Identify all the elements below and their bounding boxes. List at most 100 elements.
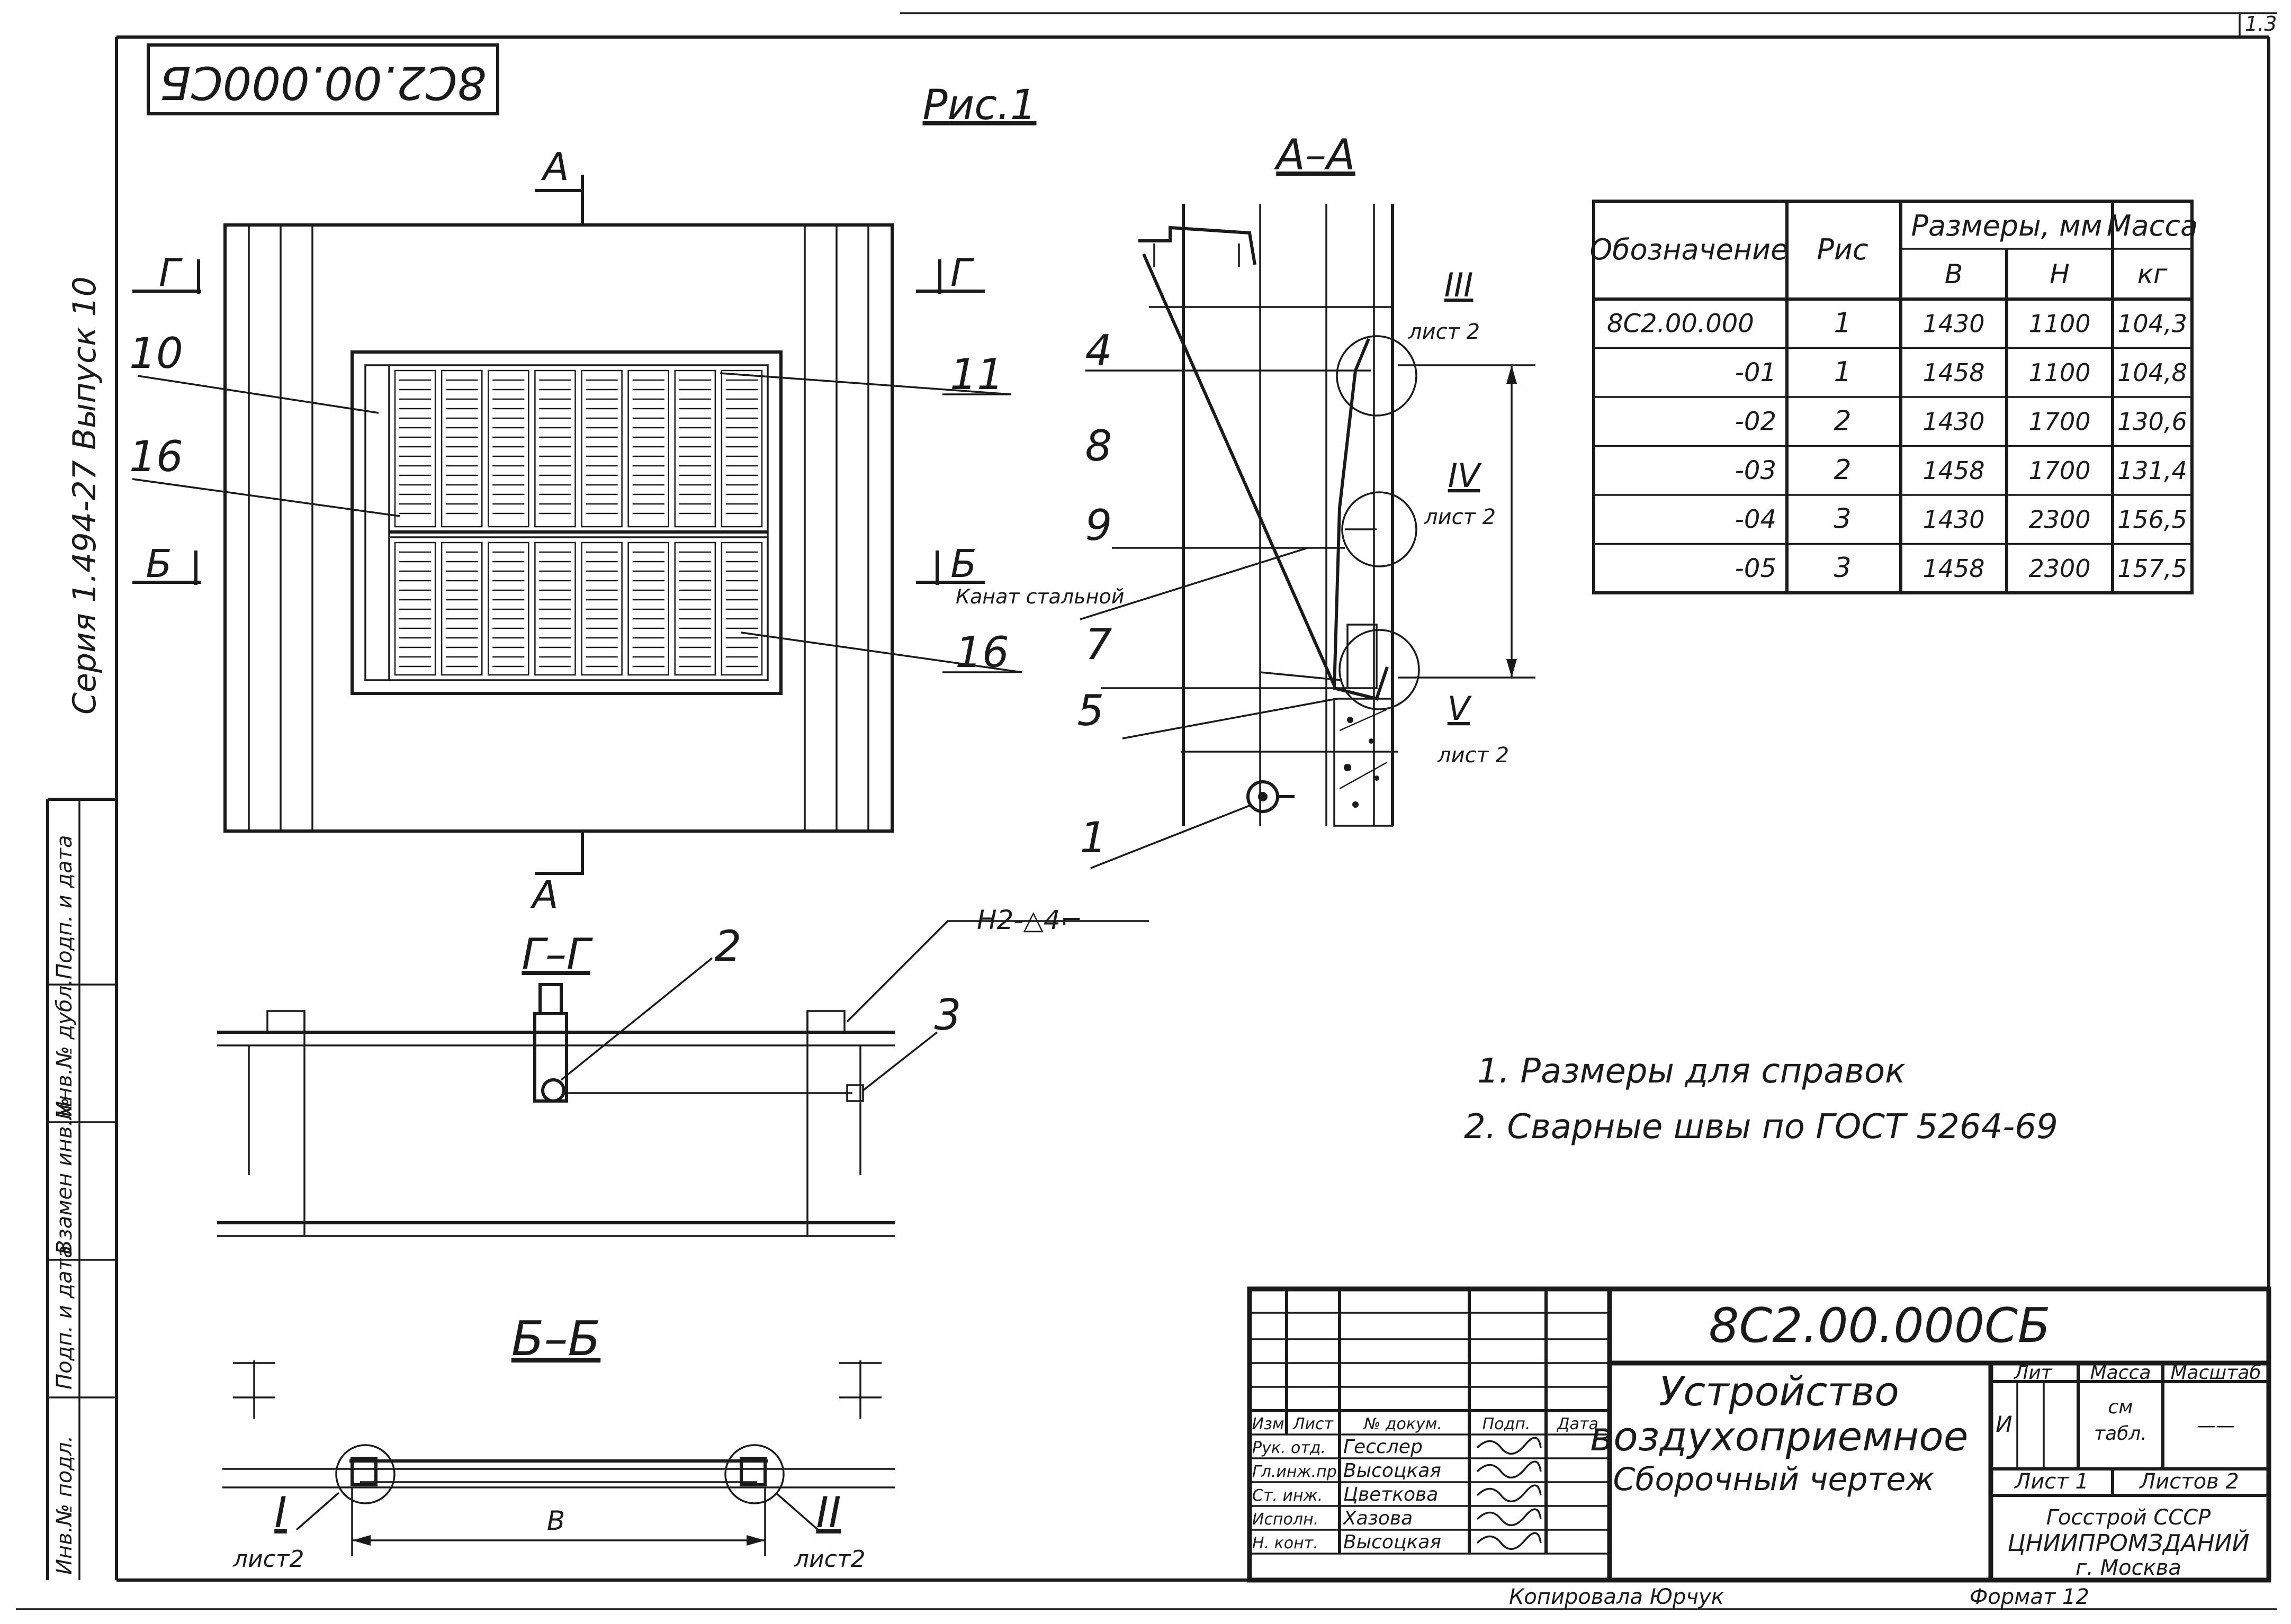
tb-person-name: Высоцкая <box>1343 1531 1441 1553</box>
th-mass: Масса <box>2107 209 2198 242</box>
specification-table: Обозначение Рис Размеры, мм Масса В Н кг… <box>1590 200 2198 594</box>
tb-lit-value: И <box>1996 1411 2012 1437</box>
callout-16-left: 16 <box>129 432 183 481</box>
series-label: Серия 1.494-27 Выпуск 10 <box>66 276 103 715</box>
note-1: 1. Размеры для справок <box>1477 1052 1906 1091</box>
tb-lit-label: Лит <box>2013 1362 2052 1384</box>
detail-ref-4-sheet: лист 2 <box>1424 505 1496 529</box>
rope-label: Канат стальной <box>956 585 1124 608</box>
th-fig: Рис <box>1817 233 1868 266</box>
detail-ref-5: V <box>1448 689 1472 728</box>
cell-b: 1430 <box>1922 309 1984 338</box>
tb-name-3: Сборочный чертеж <box>1613 1461 1935 1498</box>
stamp-field-2: Подп. и дата <box>52 1246 77 1390</box>
tb-person-role: Гл.инж.пр. <box>1252 1463 1342 1481</box>
detail-ref-3: III <box>1444 266 1474 304</box>
tb-org-2: ЦНИИПРОМЗДАНИЙ <box>2008 1529 2250 1557</box>
detail-ref-2-sheet: лист2 <box>794 1546 866 1573</box>
louvre-cell <box>581 542 623 676</box>
tb-col-doc: № докум. <box>1363 1415 1442 1433</box>
cell-b: 1430 <box>1922 407 1984 436</box>
tb-signature <box>1476 1532 1542 1550</box>
side-stamp: Серия 1.494-27 Выпуск 10 Инв.№ подл. Под… <box>46 276 116 1580</box>
cell-designation: -04 <box>1735 504 1776 534</box>
cell-fig: 1 <box>1834 307 1851 339</box>
detail-ref-1-sheet: лист2 <box>232 1546 304 1573</box>
tb-col-sign: Подп. <box>1483 1415 1531 1433</box>
callout-4: 4 <box>1085 326 1112 375</box>
tb-signature <box>1476 1508 1542 1526</box>
tb-mass-label: Масса <box>2090 1362 2151 1384</box>
louvre-cell <box>581 369 623 528</box>
weld-symbol: Н2-△4⌐ <box>977 905 1083 935</box>
cell-b: 1458 <box>1922 554 1984 583</box>
title-block: 8С2.00.000СБ Устройство воздухоприемное … <box>1247 1286 2271 1583</box>
cell-fig: 2 <box>1834 405 1851 437</box>
section-a-top: А <box>541 145 569 189</box>
callout-2: 2 <box>715 922 742 971</box>
detail-ref-5-sheet: лист 2 <box>1437 743 1509 768</box>
section-gg: Г–Г 2 3 Н2-△4⌐ <box>217 905 1149 1237</box>
louvre-cell <box>721 369 763 528</box>
cell-fig: 2 <box>1834 454 1851 486</box>
tb-scale-label: Масштаб <box>2170 1362 2261 1384</box>
stamp-field-1: Инв.№ подл. <box>52 1436 77 1575</box>
front-view <box>223 223 894 833</box>
louvre-cell <box>534 369 576 528</box>
detail-ref-4: IV <box>1448 456 1483 495</box>
callout-1: 1 <box>1080 813 1107 862</box>
callout-16-right: 16 <box>955 628 1009 677</box>
louvre-cell <box>488 542 529 676</box>
callout-3: 3 <box>935 990 962 1040</box>
cell-mass: 156,5 <box>2117 505 2187 534</box>
detail-ref-3-sheet: лист 2 <box>1408 320 1480 344</box>
cell-h: 1100 <box>2028 358 2090 387</box>
cell-mass: 104,8 <box>2117 358 2187 387</box>
footer: Копировала Юрчук Формат 12 <box>1509 1585 2089 1609</box>
louvre-cell <box>394 369 436 528</box>
section-a-bottom: А <box>530 872 558 917</box>
callout-8: 8 <box>1085 421 1112 471</box>
cell-designation: -02 <box>1735 407 1776 436</box>
page-mark: 1.3 <box>2245 12 2277 35</box>
louvre-grille <box>394 369 763 676</box>
note-2: 2. Сварные швы по ГОСТ 5264-69 <box>1464 1107 2058 1147</box>
tb-person-row: Рук. отд.Гесслер <box>1252 1436 1542 1458</box>
stamp-field-4: Инв.№ дубл. <box>52 979 77 1117</box>
tb-col-date: Дата <box>1556 1415 1598 1433</box>
tb-signature <box>1476 1460 1542 1478</box>
louvre-cell <box>674 542 716 676</box>
tb-scale-value: —— <box>2197 1415 2235 1437</box>
section-bb: Б–Б В I лист2 II лист2 <box>222 1311 895 1573</box>
tb-code: 8С2.00.000СБ <box>1709 1298 2050 1354</box>
cell-fig: 1 <box>1834 356 1851 388</box>
louvre-cell <box>394 542 436 676</box>
louvre-cell <box>441 369 483 528</box>
section-b-right: Б <box>950 542 976 586</box>
cell-fig: 3 <box>1834 503 1851 535</box>
louvre-cell <box>627 542 669 676</box>
tb-person-name: Хазова <box>1342 1508 1413 1529</box>
footer-copied: Копировала Юрчук <box>1509 1585 1724 1609</box>
cell-b: 1458 <box>1922 456 1984 485</box>
tb-person-name: Гесслер <box>1343 1436 1423 1458</box>
cell-designation: -05 <box>1735 554 1776 583</box>
th-kg: кг <box>2137 259 2168 290</box>
callout-11: 11 <box>950 350 1004 399</box>
section-b-left: Б <box>146 542 172 586</box>
sheet-frame <box>16 12 2277 1610</box>
cell-fig: 3 <box>1834 552 1851 584</box>
tb-mass-value-1: см <box>2108 1396 2133 1418</box>
tb-person-role: Ст. инж. <box>1252 1486 1323 1505</box>
tb-org-1: Госстрой СССР <box>2046 1505 2211 1530</box>
cell-designation: -01 <box>1735 358 1776 387</box>
louvre-cell <box>488 369 529 528</box>
tb-sheets: Листов 2 <box>2139 1469 2239 1494</box>
concrete-hatch <box>1339 708 1388 808</box>
dim-b: В <box>547 1505 565 1536</box>
cell-h: 1100 <box>2028 309 2090 338</box>
cell-mass: 157,5 <box>2117 554 2187 583</box>
